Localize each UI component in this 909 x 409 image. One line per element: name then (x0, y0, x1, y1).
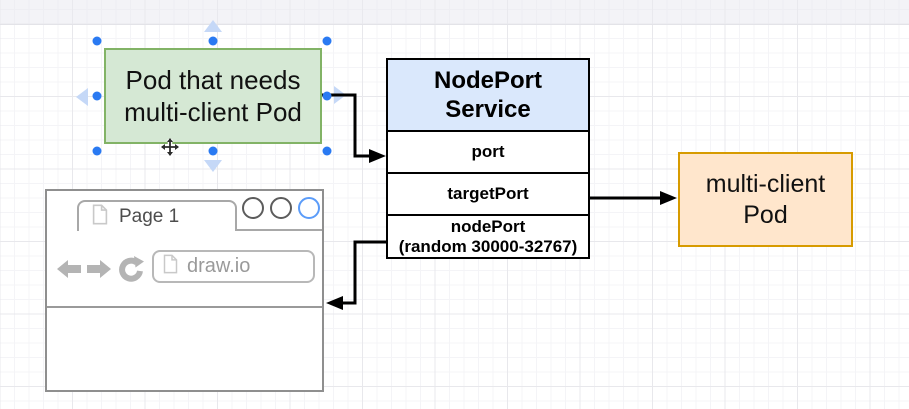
connect-arrow-down[interactable] (204, 160, 222, 172)
selection-handle[interactable] (208, 146, 218, 156)
url-text: draw.io (187, 255, 251, 277)
selection-handle[interactable] (322, 36, 332, 46)
row-label-line2: (random 30000-32767) (398, 236, 578, 256)
window-button-circle (270, 197, 292, 219)
tab-strip-line (236, 229, 322, 231)
arrowhead-right (660, 191, 677, 205)
connect-arrow-left[interactable] (76, 88, 88, 106)
nodeport-service-shape[interactable]: NodePort Service port targetPort nodePor… (386, 58, 590, 259)
connector-nodeport-to-browser[interactable] (342, 240, 386, 305)
tab-label: Page 1 (119, 205, 180, 227)
connect-arrow-right[interactable] (334, 86, 346, 104)
service-row-nodeport[interactable]: nodePort (random 30000-32767) (388, 216, 588, 257)
service-row-port[interactable]: port (388, 132, 588, 174)
pod-shape[interactable]: Pod that needs multi-client Pod (104, 48, 322, 144)
client-label-line1: multi-client (705, 169, 826, 198)
url-bar[interactable]: draw.io (152, 250, 315, 283)
selection-handle[interactable] (322, 146, 332, 156)
multi-client-pod-shape[interactable]: multi-client Pod (678, 152, 853, 247)
selection-handle[interactable] (92, 91, 102, 101)
selection-handle[interactable] (92, 36, 102, 46)
back-icon (56, 258, 82, 285)
refresh-icon (119, 255, 145, 287)
arrowhead-left (326, 296, 343, 310)
pod-label-line2: multi-client Pod (124, 97, 302, 127)
page-icon (92, 204, 108, 230)
window-button-circle-active (298, 197, 320, 219)
service-title-line1: NodePort (434, 67, 542, 94)
pod-label-line1: Pod that needs (125, 65, 301, 95)
client-label-line2: Pod (743, 200, 788, 229)
service-header[interactable]: NodePort Service (388, 60, 588, 132)
connector-pod-to-port[interactable] (322, 93, 370, 158)
browser-tab[interactable]: Page 1 (77, 200, 237, 231)
row-label-line1: nodePort (450, 216, 526, 236)
page-icon (163, 254, 178, 279)
selection-handle[interactable] (92, 146, 102, 156)
row-label: targetPort (447, 184, 529, 203)
row-label: port (471, 142, 505, 161)
service-title-line2: Service (445, 96, 531, 123)
browser-toolbar-divider (47, 306, 322, 308)
selection-handle[interactable] (208, 36, 218, 46)
window-button-circle (242, 197, 264, 219)
service-row-targetport[interactable]: targetPort (388, 174, 588, 216)
page-edge-band (0, 0, 909, 25)
forward-icon (86, 258, 112, 285)
selection-handle[interactable] (322, 91, 332, 101)
arrowhead-right (369, 149, 386, 163)
